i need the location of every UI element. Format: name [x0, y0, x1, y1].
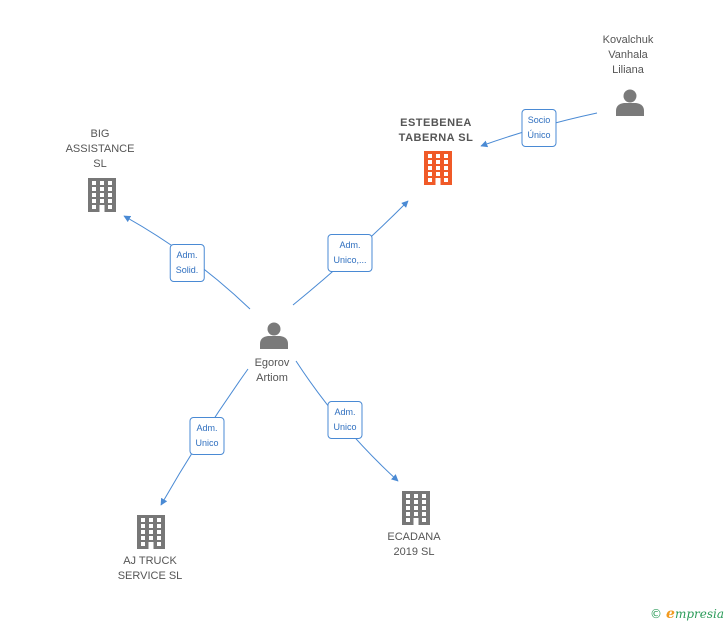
node-label-big[interactable]: BIG ASSISTANCE SL	[65, 128, 135, 170]
copyright-symbol: ©	[650, 607, 663, 621]
edge-label-kovalchuk-to-estebenea[interactable]: Socio Único	[521, 109, 557, 147]
node-label-ajtruck[interactable]: AJ TRUCK SERVICE SL	[117, 555, 183, 582]
node-label-estebenea[interactable]: ESTEBENEA TABERNA SL	[398, 117, 474, 144]
building-icon-ajtruck[interactable]	[137, 515, 165, 549]
person-icon-kovalchuk[interactable]	[616, 89, 644, 117]
building-icon-big[interactable]	[88, 178, 116, 212]
brand-logo-initial: e	[666, 606, 675, 622]
brand-logo-text: mpresia	[674, 607, 724, 621]
node-label-egorov[interactable]: Egorov Artiom	[254, 357, 290, 384]
copyright-footer: ©empresia	[650, 606, 724, 622]
person-icon-egorov[interactable]	[260, 322, 288, 350]
node-label-ecadana[interactable]: ECADANA 2019 SL	[387, 531, 441, 558]
edge-label-egorov-to-ajtruck[interactable]: Adm. Unico	[189, 417, 225, 455]
node-label-kovalchuk[interactable]: Kovalchuk Vanhala Liliana	[602, 34, 654, 76]
building-icon-ecadana[interactable]	[402, 491, 430, 525]
nodes-layer	[88, 89, 644, 549]
edge-label-egorov-to-big[interactable]: Adm. Solid.	[169, 244, 205, 282]
building-icon-estebenea[interactable]	[424, 151, 452, 185]
edge-label-egorov-to-estebenea[interactable]: Adm. Unico,...	[327, 234, 373, 272]
edge-label-egorov-to-ecadana[interactable]: Adm. Unico	[327, 401, 363, 439]
